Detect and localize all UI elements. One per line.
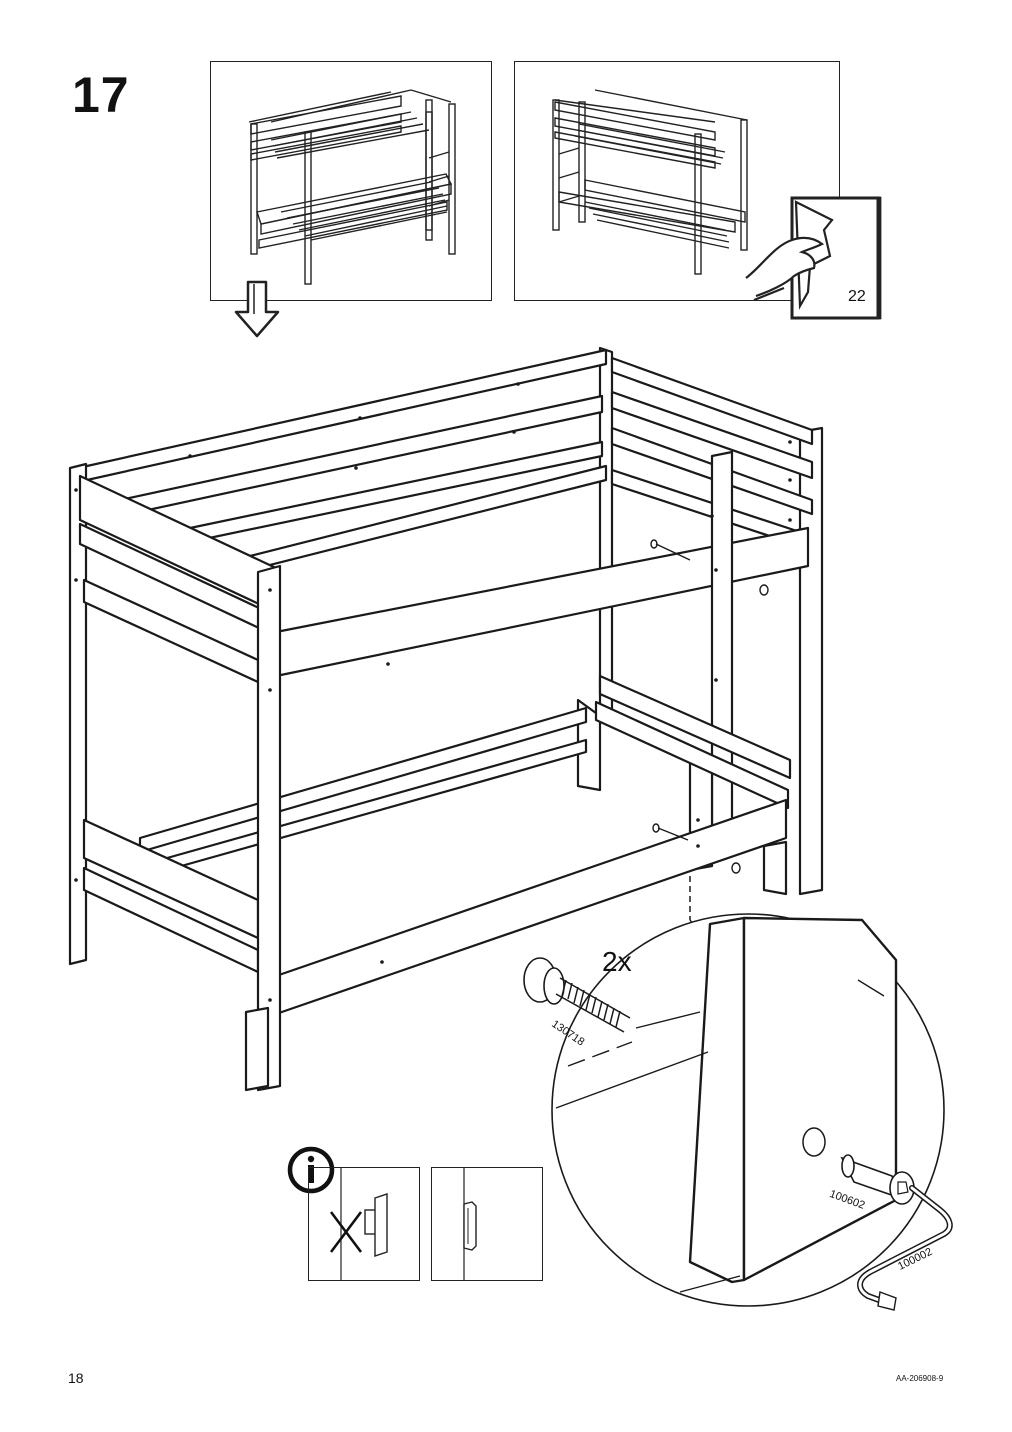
bunk-bed-thumbnail-b	[552, 89, 748, 275]
info-box-correct	[431, 1167, 543, 1281]
document-code: AA-206908-9	[896, 1374, 944, 1383]
step-number: 17	[72, 67, 130, 123]
x-mark-icon	[329, 1211, 363, 1253]
page-number: 18	[68, 1370, 84, 1386]
quantity-label: 2x	[602, 946, 632, 977]
info-box-incorrect	[308, 1167, 420, 1281]
preview-panel-ladder-right	[210, 61, 492, 301]
bunk-bed-thumbnail-a	[248, 89, 456, 285]
info-icon	[287, 1146, 335, 1194]
arrow-down-icon	[234, 280, 280, 338]
page-reference-number: 22	[848, 288, 866, 305]
hand-peel-icon	[745, 196, 880, 320]
